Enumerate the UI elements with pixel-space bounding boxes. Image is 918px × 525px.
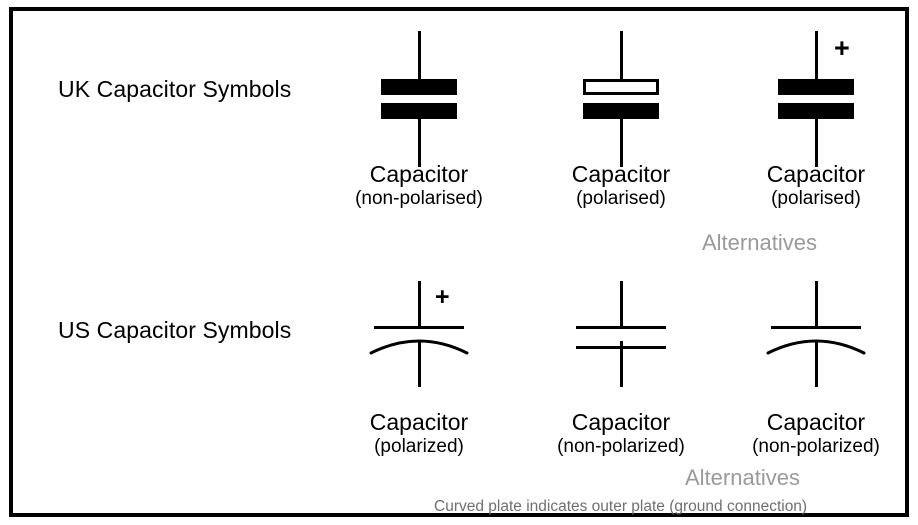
- plate-top-solid: [778, 79, 854, 95]
- lead-line-bottom: [620, 341, 623, 387]
- plate-top-straight: [576, 326, 666, 329]
- symbol-caption-sub: (non-polarised): [355, 188, 483, 209]
- plate-top-straight: [771, 326, 861, 329]
- us-capacitor-nonpolarized-straight-symbol: [521, 279, 721, 409]
- lead-line-top: [815, 281, 818, 327]
- plate-top-solid: [381, 79, 457, 95]
- uk-capacitor-polarised-plus-symbol: +: [716, 31, 916, 167]
- us-capacitor-polarized-symbol: +: [319, 279, 519, 409]
- uk-row-label: UK Capacitor Symbols: [58, 76, 292, 102]
- lead-line-top: [418, 31, 421, 79]
- lead-line-top: [418, 281, 421, 327]
- us-alternatives-note: Alternatives: [685, 465, 800, 490]
- symbol-caption-sub: (polarized): [374, 436, 464, 457]
- plate-top-straight: [374, 326, 464, 329]
- uk-symbol-cell-1: Capacitor (non-polarised): [319, 31, 519, 211]
- lead-line-bottom: [418, 119, 421, 167]
- symbol-caption-main: Capacitor: [766, 409, 866, 435]
- diagram-frame: UK Capacitor Symbols Capacitor (non-pola…: [9, 7, 909, 517]
- symbol-caption-sub: (polarised): [576, 188, 666, 209]
- lead-line-bottom: [815, 341, 818, 387]
- uk-alternatives-note: Alternatives: [702, 230, 817, 255]
- us-symbol-cell-1: + Capacitor (polarized): [319, 279, 519, 459]
- symbol-caption-main: Capacitor: [571, 409, 671, 435]
- lead-line-bottom: [620, 119, 623, 167]
- symbol-caption-sub: (non-polarized): [752, 436, 880, 457]
- curved-plate-footnote: Curved plate indicates outer plate (grou…: [434, 498, 808, 515]
- uk-capacitor-polarised-hollow-symbol: [521, 31, 721, 167]
- lead-line-bottom: [815, 119, 818, 167]
- symbol-caption-sub: (non-polarized): [557, 436, 685, 457]
- lead-line-top: [620, 281, 623, 327]
- uk-symbol-cell-2: Capacitor (polarised): [521, 31, 721, 211]
- plate-bottom-solid: [778, 103, 854, 119]
- us-row-label: US Capacitor Symbols: [58, 317, 292, 343]
- uk-symbol-cell-3: + Capacitor (polarised): [716, 31, 916, 211]
- lead-line-bottom: [418, 341, 421, 387]
- symbol-caption-main: Capacitor: [369, 409, 469, 435]
- uk-capacitor-nonpolarised-symbol: [319, 31, 519, 167]
- us-symbol-cell-2: Capacitor (non-polarized): [521, 279, 721, 459]
- us-capacitor-nonpolarized-curved-symbol: [716, 279, 916, 409]
- lead-line-top: [620, 31, 623, 79]
- plus-polarity-icon: +: [834, 33, 850, 63]
- us-symbol-cell-3: Capacitor (non-polarized): [716, 279, 916, 459]
- plus-polarity-icon: +: [435, 283, 450, 311]
- symbol-caption-sub: (polarised): [771, 188, 861, 209]
- lead-line-top: [815, 31, 818, 79]
- plate-top-hollow: [583, 79, 659, 95]
- plate-bottom-solid: [583, 103, 659, 119]
- plate-bottom-solid: [381, 103, 457, 119]
